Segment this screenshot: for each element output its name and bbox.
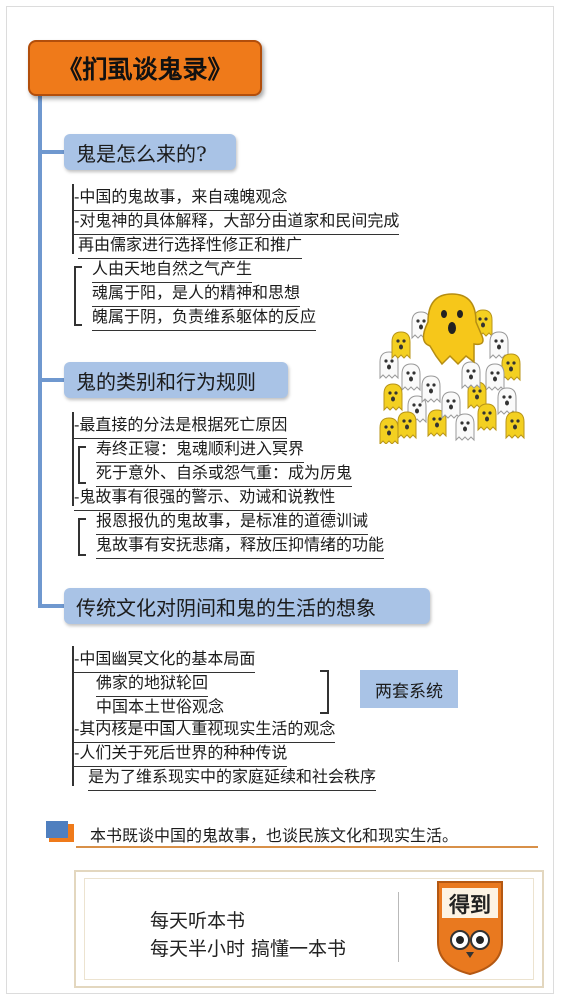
section-3-line-2: 佛家的地狱轮回 xyxy=(96,672,209,697)
section-1-line-3: 再由儒家进行选择性修正和推广 xyxy=(78,234,303,259)
mindmap-spine xyxy=(38,88,42,608)
section-1-line-5: 魂属于阳，是人的精神和思想 xyxy=(92,282,301,307)
section-2-line-3: 死于意外、自杀或怨气重：成为厉鬼 xyxy=(96,462,353,487)
branch-connector-1 xyxy=(40,150,66,154)
section-2-line-5: 报恩报仇的鬼故事，是标准的道德训诫 xyxy=(96,510,369,535)
section-3-line-3: 中国本土世俗观念 xyxy=(96,696,225,721)
section-1-brace xyxy=(74,266,82,326)
section-1-line-1: -中国的鬼故事，来自魂魄观念 xyxy=(74,186,288,211)
section-2-line-4: -鬼故事有很强的警示、劝诫和说教性 xyxy=(74,486,336,511)
section-2-line-1: -最直接的分法是根据死亡原因 xyxy=(74,414,288,439)
section-heading-types[interactable]: 鬼的类别和行为规则 xyxy=(64,362,288,398)
section-3-vertical-bar xyxy=(72,646,74,786)
section-3-line-6: 是为了维系现实中的家庭延续和社会秩序 xyxy=(88,766,377,791)
section-1-line-4: 人由天地自然之气产生 xyxy=(92,258,253,283)
two-systems-callout: 两套系统 xyxy=(360,670,458,708)
summary-tag-icon xyxy=(46,821,74,842)
footer-frame xyxy=(74,870,544,988)
footer-separator xyxy=(398,892,399,962)
branch-connector-2 xyxy=(40,378,66,382)
dedao-logo-icon[interactable]: 得到 xyxy=(436,880,504,976)
footer-slogan-1: 每天听本书 xyxy=(150,910,246,932)
section-heading-origin[interactable]: 鬼是怎么来的? xyxy=(64,134,236,170)
section-2-line-2: 寿终正寝：鬼魂顺利进入冥界 xyxy=(96,438,305,463)
footer-slogan-2: 每天半小时 搞懂一本书 xyxy=(150,938,347,960)
page-frame xyxy=(6,6,554,994)
section-3-right-brace xyxy=(320,670,329,714)
section-2-vertical-bar xyxy=(72,412,74,506)
section-2-brace-2 xyxy=(78,518,86,556)
section-1-line-2: -对鬼神的具体解释，大部分由道家和民间完成 xyxy=(74,210,400,235)
section-1-vertical-bar xyxy=(72,184,74,254)
section-3-line-5: -人们关于死后世界的种种传说 xyxy=(74,742,288,767)
section-heading-afterlife[interactable]: 传统文化对阴间和鬼的生活的想象 xyxy=(64,588,430,624)
section-2-brace-1 xyxy=(78,446,86,484)
summary-text: 本书既谈中国的鬼故事，也谈民族文化和现实生活。 xyxy=(90,826,459,845)
logo-text: 得到 xyxy=(448,892,491,917)
section-1-line-6: 魄属于阴，负责维系躯体的反应 xyxy=(92,306,317,331)
section-3-line-1: -中国幽冥文化的基本局面 xyxy=(74,648,256,673)
branch-connector-3 xyxy=(40,604,66,608)
section-3-line-4: -其内核是中国人重视现实生活的观念 xyxy=(74,718,336,743)
book-title: 《扪虱谈鬼录》 xyxy=(28,40,262,96)
footer-inner-frame xyxy=(84,878,534,980)
ghost-crowd-illustration xyxy=(379,293,525,444)
section-2-line-6: 鬼故事有安抚悲痛，释放压抑情绪的功能 xyxy=(96,534,385,559)
summary-underline xyxy=(76,846,538,848)
